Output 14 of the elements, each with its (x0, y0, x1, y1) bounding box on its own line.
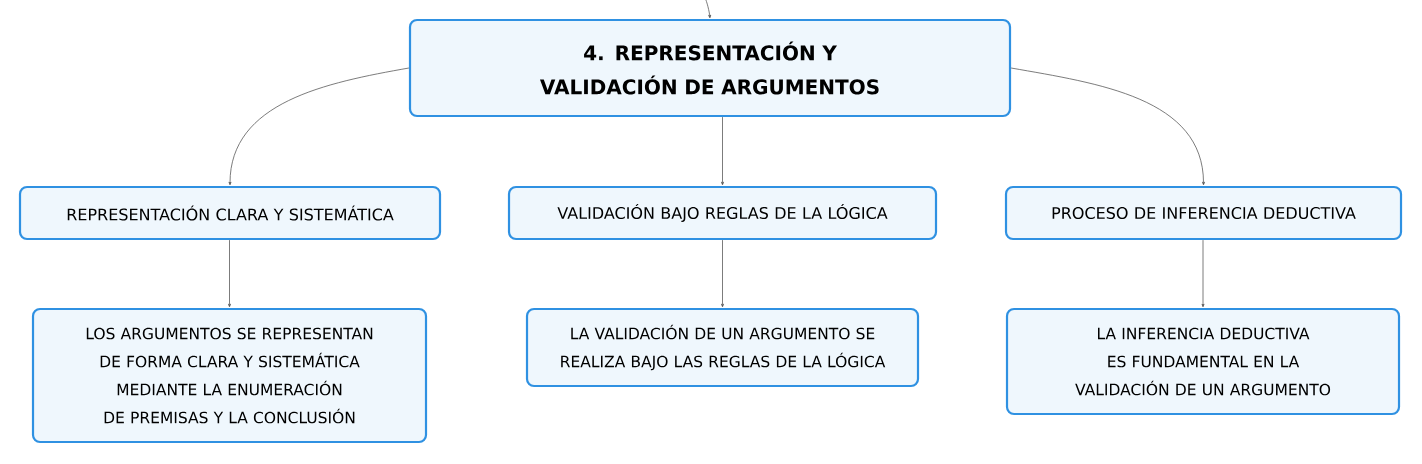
connector-arrow (702, 0, 712, 19)
connector-arrow (721, 116, 724, 186)
note-box: LOS ARGUMENTOS SE REPRESENTAN DE FORMA CLARA Y SISTEMÁTICA MEDIANTE LA ENUMERACIÓN DE PREMISAS Y LA CONCLUSIÓN (31, 307, 428, 444)
topic-box: VALIDACIÓN BAJO REGLAS DE LA LÓGICA (507, 185, 938, 241)
note-box: LA INFERENCIA DEDUCTIVA ES FUNDAMENTAL EN LA VALIDACIÓN DE UN ARGUMENTO (1005, 307, 1401, 416)
note-box: LA VALIDACIÓN DE UN ARGUMENTO SE REALIZA BAJO LAS REGLAS DE LA LÓGICA (525, 307, 920, 388)
connector-arrow (228, 239, 231, 308)
connector-arrow (721, 239, 724, 308)
connector-arrow (1201, 239, 1205, 308)
central-topic-box: 4. REPRESENTACIÓN Y VALIDACIÓN DE ARGUMENTOS (408, 18, 1012, 118)
connector-arrow (1010, 67, 1205, 186)
topic-box: PROCESO DE INFERENCIA DEDUCTIVA (1004, 185, 1403, 241)
topic-box: REPRESENTACIÓN CLARA Y SISTEMÁTICA (18, 185, 442, 241)
connector-arrow (228, 67, 410, 186)
